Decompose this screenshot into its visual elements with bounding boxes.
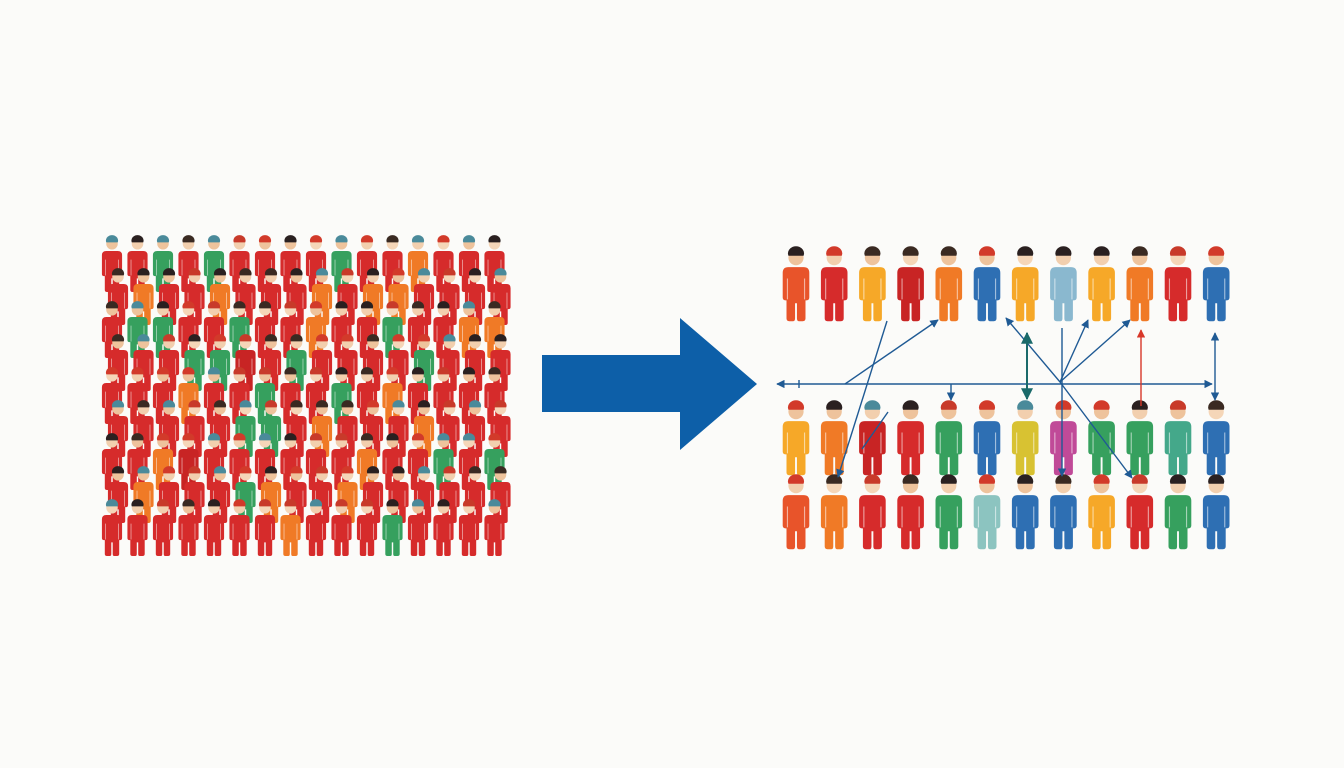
person-icon	[413, 334, 435, 391]
person-icon	[973, 246, 1001, 322]
person-icon	[305, 499, 327, 556]
person-icon	[331, 499, 352, 556]
person-icon	[127, 235, 148, 292]
person-icon	[1088, 474, 1115, 550]
person-icon	[1050, 246, 1077, 322]
person-icon	[1011, 474, 1039, 550]
person-icon	[1126, 400, 1154, 476]
person-icon	[178, 235, 199, 292]
person-icon	[1050, 474, 1077, 550]
person-icon	[935, 474, 963, 550]
person-icon	[782, 246, 810, 322]
connector-arrow	[1059, 319, 1131, 383]
person-icon	[490, 334, 511, 391]
person-icon	[254, 235, 276, 292]
person-icon	[178, 499, 199, 556]
connector-arrow	[1059, 319, 1089, 383]
person-icon	[305, 235, 327, 292]
person-icon	[464, 466, 486, 523]
person-icon	[973, 474, 1001, 550]
connector-arrow	[1059, 381, 1133, 479]
person-icon	[935, 246, 963, 322]
person-icon	[1202, 400, 1230, 476]
person-icon	[973, 400, 1001, 476]
person-icon	[101, 235, 123, 292]
person-icon	[229, 235, 250, 292]
person-icon	[859, 246, 886, 322]
person-icon	[484, 499, 505, 556]
person-icon	[820, 246, 848, 322]
person-icon	[433, 499, 454, 556]
connector-arrow	[1005, 317, 1061, 383]
person-icon	[820, 474, 848, 550]
connector-arrow	[861, 411, 889, 450]
person-icon	[280, 235, 301, 292]
person-icon	[1011, 246, 1039, 322]
person-icon	[1088, 246, 1115, 322]
person-icon	[859, 474, 886, 550]
person-icon	[356, 499, 378, 556]
person-icon	[897, 474, 924, 550]
person-icon	[1202, 246, 1230, 322]
person-icon	[331, 235, 352, 292]
person-icon	[382, 499, 403, 556]
person-icon	[782, 400, 810, 476]
person-icon	[458, 235, 480, 292]
person-icon	[203, 499, 225, 556]
person-icon	[484, 235, 505, 292]
sorted-groups	[782, 246, 1230, 550]
person-icon	[458, 499, 480, 556]
person-icon	[1202, 474, 1230, 550]
person-icon	[382, 235, 403, 292]
person-icon	[407, 235, 429, 292]
person-icon	[820, 400, 848, 476]
person-icon	[1164, 400, 1192, 476]
unsorted-crowd	[101, 235, 511, 556]
transform-arrow-icon	[542, 318, 757, 450]
connector-arrow	[844, 319, 939, 385]
person-icon	[1164, 474, 1192, 550]
connector-arrow	[836, 320, 888, 478]
person-icon	[407, 499, 429, 556]
connector-arrows	[776, 317, 1220, 479]
person-icon	[1011, 400, 1039, 476]
person-icon	[1126, 246, 1154, 322]
person-icon	[1126, 474, 1154, 550]
person-icon	[1164, 246, 1192, 322]
person-icon	[433, 235, 454, 292]
person-icon	[897, 400, 924, 476]
person-icon	[203, 235, 225, 292]
person-icon	[356, 235, 378, 292]
person-icon	[782, 474, 810, 550]
person-icon	[101, 499, 123, 556]
person-icon	[280, 499, 301, 556]
person-icon	[254, 499, 276, 556]
person-icon	[935, 400, 963, 476]
person-icon	[859, 400, 886, 476]
person-icon	[152, 235, 174, 292]
person-icon	[897, 246, 924, 322]
person-icon	[152, 499, 174, 556]
person-icon	[311, 334, 333, 391]
person-icon	[1050, 400, 1077, 476]
person-icon	[127, 499, 148, 556]
person-icon	[229, 499, 250, 556]
